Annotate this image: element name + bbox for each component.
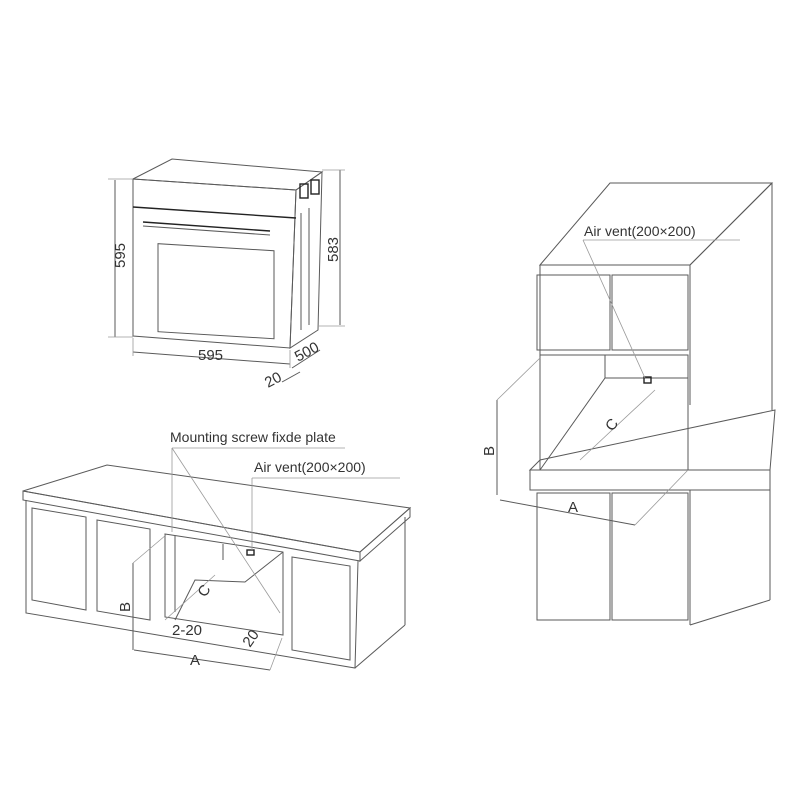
mounting-screw-label: Mounting screw fixde plate <box>170 429 336 445</box>
under-counter-a-label: A <box>190 652 200 669</box>
tall-unit-b-label: B <box>481 446 498 456</box>
under-counter-side-label: 20 <box>239 627 262 650</box>
under-counter-gap-label: 2-20 <box>172 622 202 639</box>
tall-unit-c-label: C <box>602 415 622 434</box>
oven-depth-height-label: 583 <box>325 237 342 262</box>
oven-front-label: 20 <box>262 369 285 392</box>
oven-depth-label: 500 <box>292 339 322 366</box>
under-counter-b-label: B <box>117 602 134 612</box>
oven-width-label: 595 <box>198 347 223 364</box>
tall-unit-drawing <box>496 182 776 626</box>
under-counter-drawing <box>22 447 412 671</box>
tall-unit-vent-label: Air vent(200×200) <box>584 223 696 239</box>
oven-height-label: 595 <box>112 243 129 268</box>
oven-drawing <box>108 158 345 383</box>
tall-unit-a-label: A <box>568 499 578 516</box>
under-counter-vent-label: Air vent(200×200) <box>254 459 366 475</box>
